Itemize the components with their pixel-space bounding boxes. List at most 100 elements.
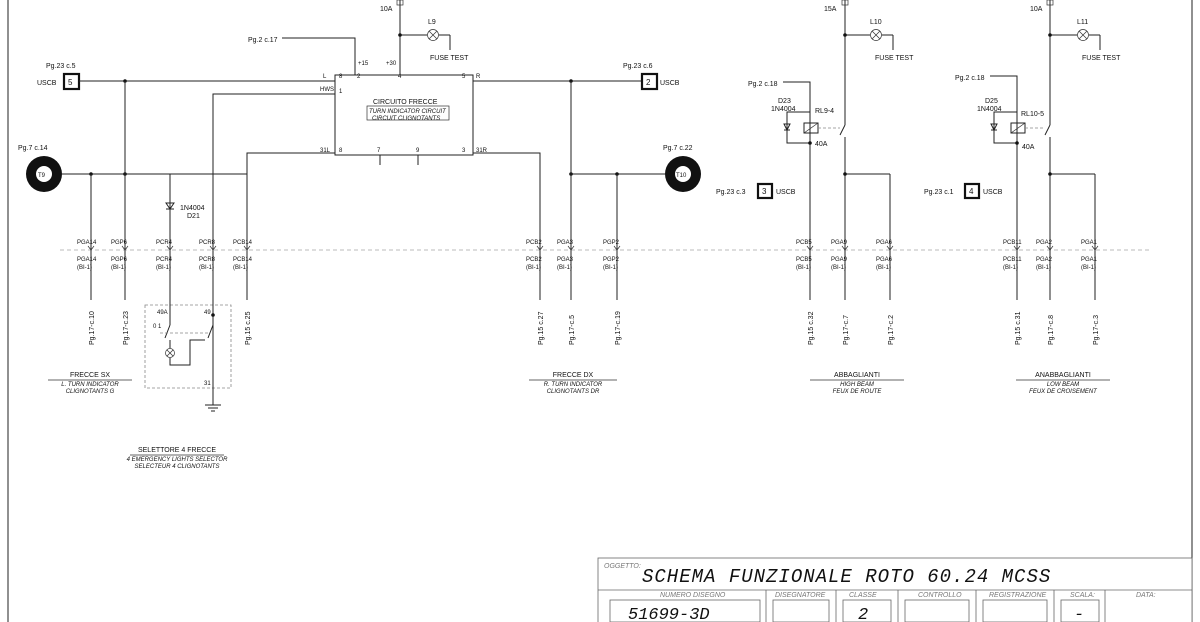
svg-text:FUSE TEST: FUSE TEST [875, 55, 914, 62]
lamp-icon [1077, 29, 1089, 41]
svg-text:49A: 49A [157, 310, 168, 316]
caption-high-beam: ABBAGLIANTI HIGH BEAM FEUX DE ROUTE [810, 372, 904, 395]
svg-text:2: 2 [357, 74, 361, 80]
wire-bundle-code: (BI-1) [557, 265, 572, 271]
svg-text:8: 8 [339, 74, 343, 80]
wire-cross-mark [209, 245, 217, 251]
terminal-t9: T9 [26, 156, 62, 192]
ref-label: Pg.2 c.18 [955, 75, 985, 82]
module-subtitle-fr: CIRCUIT CLIGNOTANTS [372, 116, 440, 122]
svg-text:R. TURN INDICATOR: R. TURN INDICATOR [544, 382, 603, 388]
connector-label: USCB [37, 80, 57, 87]
wire-bundle-code: (BI-1) [77, 265, 92, 271]
fuse-rating: 10A [380, 6, 393, 13]
wire-bundle-code: (BI-1) [156, 265, 171, 271]
wire-code-bottom: PGA9 [831, 257, 848, 263]
wire-code-top: PCR8 [199, 240, 216, 246]
module-title: CIRCUITO FRECCE [373, 99, 438, 106]
connector-5: 5 [62, 72, 81, 91]
wire-destination-ref: Pg.17-c.7 [843, 315, 850, 345]
caption-hazard-selector: SELETTORE 4 FRECCE 4 EMERGENCY LIGHTS SE… [127, 447, 228, 470]
svg-text:R: R [476, 74, 481, 80]
svg-text:FRECCE SX: FRECCE SX [70, 372, 110, 379]
wire-code-bottom: PCB2 [526, 257, 542, 263]
svg-text:31: 31 [204, 381, 211, 387]
connector-2: 2 [640, 72, 659, 91]
fuse-group-l11: 10A L11 FUSE TEST [1030, 0, 1121, 125]
wire-bundle-code: (BI-1) [111, 265, 126, 271]
caption-left-turn: FRECCE SX L. TURN INDICATOR CLIGNOTANTS … [48, 372, 132, 395]
svg-text:NUMERO DISEGNO: NUMERO DISEGNO [660, 592, 726, 599]
wire-code-bottom: PCB5 [796, 257, 812, 263]
svg-text:10A: 10A [1030, 6, 1043, 13]
fuse-group-l10: 15A L10 FUSE TEST [824, 0, 914, 125]
svg-text:1N4004: 1N4004 [771, 106, 796, 113]
turn-indicator-module: +15 +30 L R HWS 31L 31R 8 2 4 5 1 8 7 9 … [320, 61, 488, 165]
svg-text:DATA:: DATA: [1136, 592, 1156, 599]
ref-label: Pg.2 c.17 [248, 37, 278, 44]
connector-4: 4 [963, 182, 981, 200]
wire-cross-mark [841, 245, 849, 251]
svg-text:L10: L10 [870, 19, 882, 26]
svg-text:FEUX DE CROISEMENT: FEUX DE CROISEMENT [1029, 389, 1098, 395]
wire-cross-mark [613, 245, 621, 251]
ref-label: Pg.7 c.22 [663, 145, 693, 152]
ref-label: Pg.23 c.6 [623, 63, 653, 70]
wire-code-top: PCB2 [526, 240, 542, 246]
wire-bundle-code: (BI-1) [526, 265, 541, 271]
wire-cross-mark [1013, 245, 1021, 251]
wire-cross-mark [243, 245, 251, 251]
wire-code-bottom: PGA1 [1081, 257, 1098, 263]
drawing-scale: - [1074, 606, 1084, 622]
wire-bundle-code: (BI-1) [199, 265, 214, 271]
diode-d25-icon [990, 123, 998, 132]
wire-code-bottom: PCB11 [1003, 257, 1022, 263]
svg-text:4: 4 [398, 74, 402, 80]
svg-text:LOW BEAM: LOW BEAM [1047, 382, 1079, 388]
wire-destination-ref: Pg.15 c.31 [1015, 311, 1022, 345]
connector-3: 3 [756, 182, 774, 200]
svg-text:40A: 40A [1022, 144, 1035, 151]
ref-label: Pg.23 c.3 [716, 189, 746, 196]
wire-code-top: PCB14 [233, 240, 253, 246]
svg-text:9: 9 [416, 148, 420, 154]
svg-text:7: 7 [377, 148, 381, 154]
ref-label: Pg.23 c.1 [924, 189, 954, 196]
svg-text:49: 49 [204, 310, 211, 316]
wire-destination-ref: Pg.17-c.8 [1048, 315, 1055, 345]
wire-destination-ref: Pg.15 c.32 [808, 311, 815, 345]
wire-code-top: PCR4 [156, 240, 173, 246]
wire-cross-mark [806, 245, 814, 251]
svg-text:SELETTORE 4 FRECCE: SELETTORE 4 FRECCE [138, 447, 216, 454]
svg-text:REGISTRAZIONE: REGISTRAZIONE [989, 592, 1047, 599]
wire-cross-mark [166, 245, 174, 251]
caption-low-beam: ANABBAGLIANTI LOW BEAM FEUX DE CROISEMEN… [1016, 372, 1110, 395]
caption-right-turn: FRECCE DX R. TURN INDICATOR CLIGNOTANTS … [529, 372, 617, 395]
wire-cross-mark [886, 245, 894, 251]
svg-text:2: 2 [646, 78, 651, 87]
wire-bundle-code: (BI-1) [1081, 265, 1096, 271]
wire-code-top: PGA3 [557, 240, 574, 246]
wire-cross-mark [567, 245, 575, 251]
svg-text:0 1: 0 1 [153, 324, 162, 330]
wire-destination-ref: Pg.15 c.27 [538, 311, 545, 345]
svg-text:40A: 40A [815, 141, 828, 148]
svg-text:L: L [323, 74, 327, 80]
ref-label: Pg.2 c.18 [748, 81, 778, 88]
title-block: OGGETTO: SCHEMA FUNZIONALE ROTO 60.24 MC… [597, 557, 1193, 622]
wire-code-top: PCB11 [1003, 240, 1022, 246]
wire-code-top: PGP2 [603, 240, 620, 246]
wire-code-bottom: PCB14 [233, 257, 253, 263]
drawing-number: 51699-3D [628, 606, 710, 622]
wire-code-top: PGA14 [77, 240, 97, 246]
wire-bundle-code: (BI-1) [1036, 265, 1051, 271]
svg-text:HIGH BEAM: HIGH BEAM [840, 382, 874, 388]
svg-text:31R: 31R [476, 148, 488, 154]
wire-code-bottom: PGA3 [557, 257, 574, 263]
svg-text:USCB: USCB [983, 189, 1003, 196]
svg-text:CLIGNOTANTS DR: CLIGNOTANTS DR [547, 389, 600, 395]
svg-text:CLIGNOTANTS G: CLIGNOTANTS G [66, 389, 115, 395]
wire-destination-ref: Pg.17-c.3 [1093, 315, 1100, 345]
svg-text:D23: D23 [778, 98, 791, 105]
lamp-icon [870, 29, 882, 41]
